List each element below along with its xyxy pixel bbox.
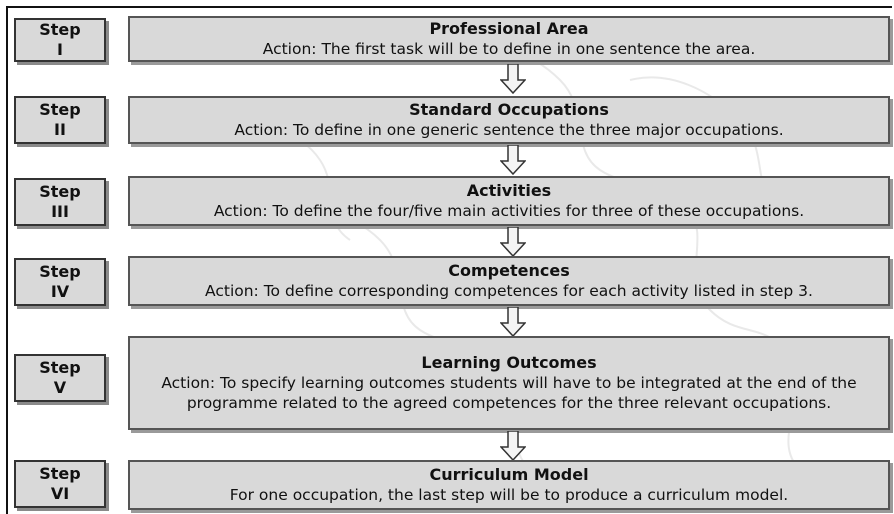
step-badge-6: Step VI [14,460,106,508]
step-numeral: I [57,40,63,59]
step-badge-1: Step I [14,18,106,62]
step-action: Action: The first task will be to define… [262,40,756,58]
step-title: Curriculum Model [429,465,589,484]
step-label: Step [39,20,81,39]
step-box-2: Standard Occupations Action: To define i… [128,96,890,144]
step-title: Professional Area [429,19,589,38]
step-box-5: Learning Outcomes Action: To specify lea… [128,336,890,430]
down-arrow-icon [500,307,526,337]
step-title: Standard Occupations [409,100,609,119]
step-numeral: III [51,202,69,221]
down-arrow-icon [500,145,526,175]
step-action: For one occupation, the last step will b… [229,486,789,504]
step-action: Action: To define in one generic sentenc… [234,121,784,139]
diagram-frame [6,6,892,514]
step-numeral: V [53,378,67,397]
down-arrow-icon [500,64,526,94]
step-badge-5: Step V [14,354,106,402]
step-numeral: II [54,120,66,139]
step-action: Action: To specify learning outcomes stu… [161,374,857,412]
step-box-6: Curriculum Model For one occupation, the… [128,460,890,510]
step-badge-3: Step III [14,178,106,226]
down-arrow-icon [500,227,526,257]
step-action: Action: To define corresponding competen… [205,282,813,300]
step-numeral: IV [50,282,70,301]
step-label: Step [39,182,81,201]
step-title: Learning Outcomes [421,353,597,372]
step-action: Action: To define the four/five main act… [213,202,805,220]
step-box-3: Activities Action: To define the four/fi… [128,176,890,226]
step-badge-2: Step II [14,96,106,144]
step-label: Step [39,100,81,119]
step-numeral: VI [50,484,70,503]
step-badge-4: Step IV [14,258,106,306]
step-box-1: Professional Area Action: The first task… [128,16,890,62]
step-label: Step [39,464,81,483]
down-arrow-icon [500,431,526,461]
step-title: Activities [466,181,552,200]
step-label: Step [39,358,81,377]
step-title: Competences [448,261,570,280]
step-box-4: Competences Action: To define correspond… [128,256,890,306]
step-label: Step [39,262,81,281]
